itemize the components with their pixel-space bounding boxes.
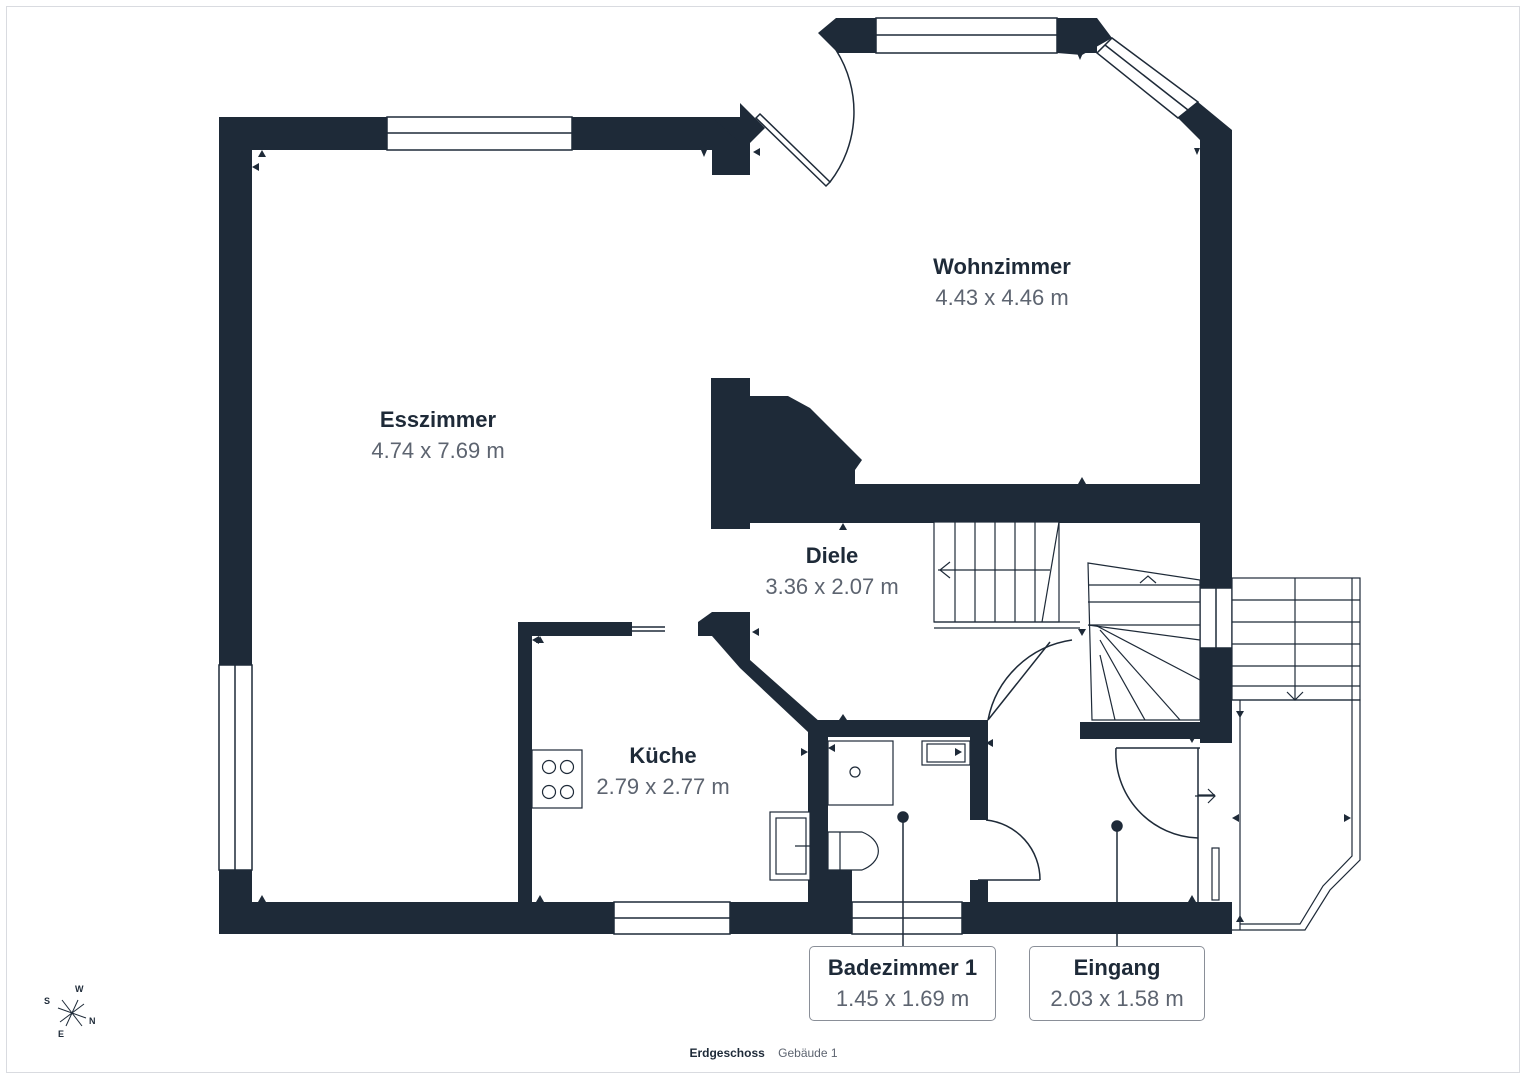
entrance-arrow bbox=[1195, 788, 1216, 804]
wall-bad-top bbox=[808, 720, 988, 737]
room-dimensions: 4.74 x 7.69 m bbox=[371, 438, 505, 463]
wall-bad-left bbox=[808, 720, 828, 902]
room-name: Wohnzimmer bbox=[933, 254, 1071, 279]
stove bbox=[531, 749, 583, 809]
wall-right-lower bbox=[1200, 648, 1232, 743]
toilet bbox=[827, 831, 879, 871]
wall-bottom-1 bbox=[219, 902, 614, 934]
room-label-diele: Diele 3.36 x 2.07 m bbox=[732, 541, 932, 603]
dimension-markers bbox=[252, 53, 1351, 922]
room-name: Eingang bbox=[1073, 955, 1161, 980]
room-label-wohnzimmer: Wohnzimmer 4.43 x 4.46 m bbox=[902, 252, 1102, 314]
room-dimensions: 2.79 x 2.77 m bbox=[596, 774, 730, 799]
room-name: Esszimmer bbox=[379, 407, 497, 432]
wall-bottom-2 bbox=[730, 902, 852, 934]
wall-wohn-diele bbox=[855, 484, 1232, 523]
room-dimensions: 4.43 x 4.46 m bbox=[935, 285, 1069, 310]
room-label-kueche: Küche 2.79 x 2.77 m bbox=[563, 741, 763, 803]
wall-stair-bottom bbox=[1080, 722, 1205, 739]
wall-bad-right bbox=[970, 720, 988, 820]
room-name: Küche bbox=[629, 743, 697, 768]
floor-label: Erdgeschoss bbox=[689, 1046, 765, 1060]
callout-badezimmer: Badezimmer 1 1.45 x 1.69 m bbox=[809, 946, 996, 1021]
compass-w: W bbox=[75, 984, 84, 994]
compass-s: S bbox=[44, 996, 51, 1006]
wall-kueche-top bbox=[518, 622, 632, 636]
callout-eingang: Eingang 2.03 x 1.58 m bbox=[1029, 946, 1205, 1021]
compass-n: N bbox=[89, 1016, 96, 1026]
stairs bbox=[933, 521, 1361, 931]
compass-e: E bbox=[58, 1029, 65, 1039]
wall-top-corner bbox=[712, 103, 765, 175]
room-name: Diele bbox=[805, 543, 859, 568]
fireplace bbox=[711, 378, 862, 529]
wall-top-left bbox=[219, 117, 387, 150]
wall-top-mid bbox=[572, 117, 740, 150]
building-label: Gebäude 1 bbox=[778, 1046, 838, 1060]
room-dimensions: 1.45 x 1.69 m bbox=[835, 986, 970, 1011]
wall-left-upper bbox=[219, 117, 252, 665]
plan-frame bbox=[6, 6, 1520, 1073]
callout-leaders bbox=[897, 811, 1123, 946]
room-label-esszimmer: Esszimmer 4.74 x 7.69 m bbox=[338, 405, 538, 467]
wall-bad-right-low bbox=[970, 880, 988, 902]
wall-bay-corner bbox=[1057, 18, 1112, 55]
door-balcony-leaf bbox=[754, 112, 832, 188]
wall-bottom-3 bbox=[962, 902, 1232, 934]
room-dimensions: 2.03 x 1.58 m bbox=[1050, 986, 1184, 1011]
footer: Erdgeschoss Gebäude 1 bbox=[0, 1046, 1527, 1060]
doors bbox=[754, 49, 1200, 905]
walls bbox=[219, 18, 1232, 934]
wall-kueche-left bbox=[518, 622, 532, 902]
wall-bottom-pillar bbox=[812, 870, 852, 902]
windows bbox=[218, 17, 1233, 935]
wall-bay-left bbox=[818, 18, 876, 53]
compass-rose bbox=[57, 999, 87, 1027]
fixtures bbox=[531, 740, 1220, 901]
wall-diagonal bbox=[698, 612, 820, 732]
room-dimensions: 3.36 x 2.07 m bbox=[765, 574, 899, 599]
room-name: Badezimmer 1 bbox=[827, 955, 978, 980]
door-balcony-arc bbox=[829, 49, 855, 183]
